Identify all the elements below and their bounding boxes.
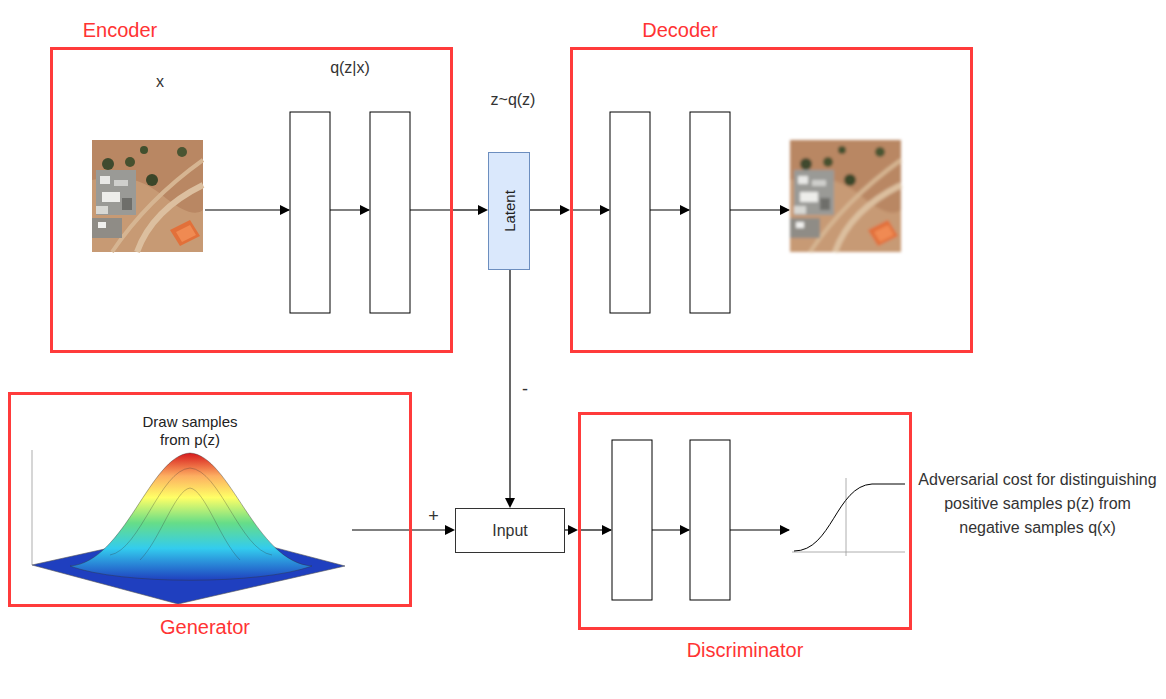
latent-box: Latent — [488, 152, 530, 270]
box-label: Input — [492, 522, 528, 540]
reconstructed-image — [790, 140, 901, 252]
flow-arrow — [205, 209, 289, 210]
layer-block — [290, 112, 330, 313]
flow-arrow — [652, 529, 689, 530]
distribution-label: q(z|x) — [330, 59, 370, 77]
connector — [505, 270, 515, 508]
encoder-box: Encoder — [50, 47, 453, 353]
connector — [453, 205, 488, 215]
edge-label: + — [426, 506, 441, 527]
group-heading: Encoder — [83, 19, 158, 42]
flow-arrow — [330, 209, 369, 210]
flow-line — [410, 209, 453, 210]
flow-arrow — [730, 209, 789, 210]
decoder-box: Decoder — [570, 47, 973, 353]
discriminator-box: Discriminator — [578, 412, 912, 630]
image-label: x — [156, 73, 164, 91]
flow-arrow — [581, 529, 611, 530]
group-heading: Decoder — [642, 19, 718, 42]
layer-block — [370, 112, 410, 313]
flow-line — [352, 529, 412, 530]
edge-label: - — [520, 379, 530, 400]
flow-arrow — [650, 209, 689, 210]
generator-box: GeneratorDraw samples from p(z) — [8, 392, 412, 607]
input-image — [92, 140, 203, 252]
gaussian-plot — [32, 450, 345, 604]
flow-arrow — [573, 209, 609, 210]
cost-note: Adversarial cost for distinguishing posi… — [915, 468, 1160, 540]
layer-block — [690, 440, 730, 600]
plot-caption: Draw samples from p(z) — [128, 413, 252, 449]
layer-block — [690, 112, 730, 313]
group-heading: Discriminator — [687, 639, 804, 662]
connector — [530, 205, 570, 215]
layer-block — [612, 440, 652, 600]
sigmoid-plot — [792, 478, 905, 556]
latent-label: Latent — [501, 190, 518, 232]
latent-sample-label: z~q(z) — [491, 91, 536, 109]
input-box: Input — [455, 508, 565, 553]
flow-arrow — [730, 529, 789, 530]
group-heading: Generator — [160, 616, 250, 639]
layer-block — [610, 112, 650, 313]
connector — [565, 525, 578, 535]
